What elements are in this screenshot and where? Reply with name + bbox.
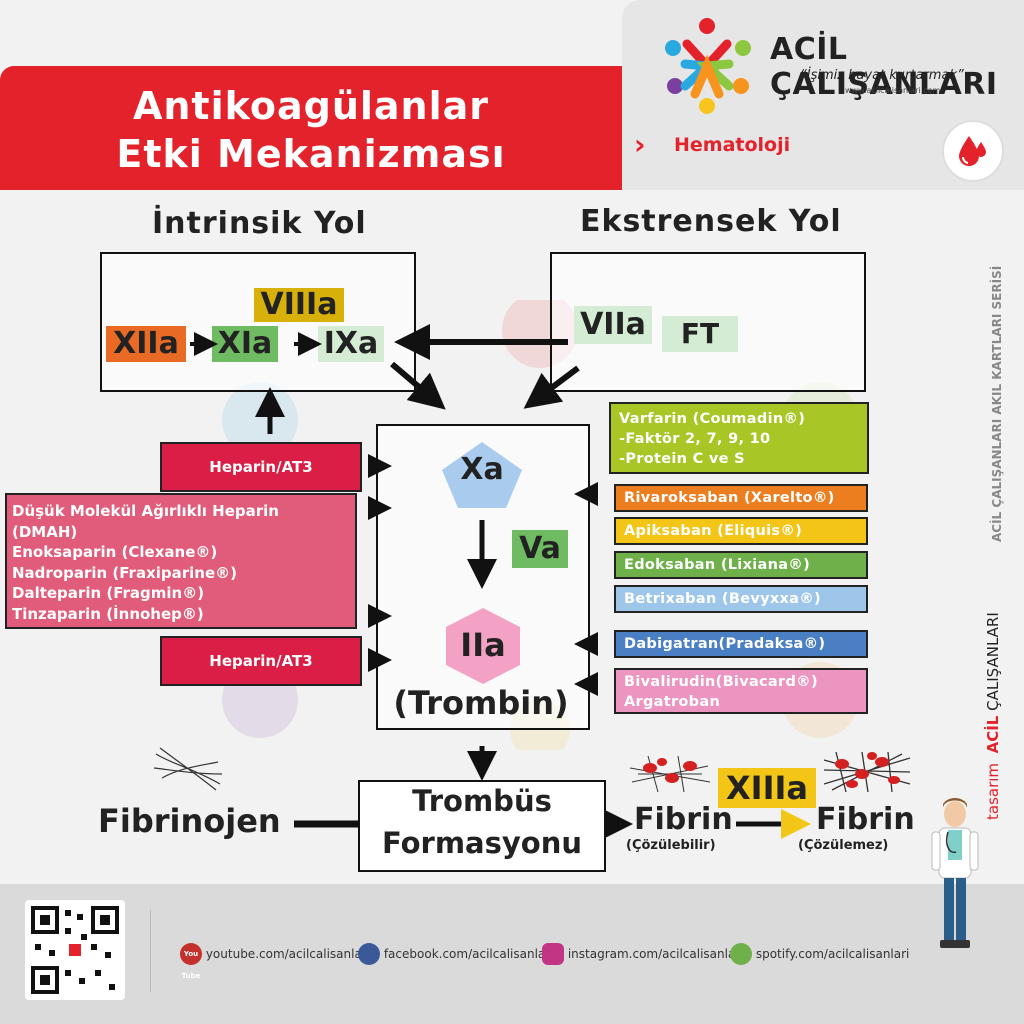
dabigatran-box: Dabigatran(Pradaksa®) <box>614 630 868 658</box>
dmah-line: Tinzaparin (İnnohep®) <box>12 604 204 623</box>
spotify-url: spotify.com/acilcalisanlari <box>755 947 910 961</box>
qr-code-icon[interactable] <box>25 900 125 1000</box>
instagram-icon <box>542 943 564 965</box>
dmah-line: Nadroparin (Fraxiparine®) <box>12 563 237 582</box>
extrinsic-title: Ekstrensek Yol <box>580 204 842 239</box>
blood-drop-icon <box>942 120 1004 182</box>
fibrinogen-strands-icon <box>153 747 223 791</box>
factor-ft: FT <box>662 316 738 352</box>
trombus-box <box>358 780 606 872</box>
fibrin-mesh-icon <box>629 755 711 793</box>
xa-pentagon <box>442 442 522 508</box>
fibrinojen-label: Fibrinojen <box>98 802 281 840</box>
factor-va: Va <box>512 530 568 568</box>
varfarin-line: -Protein C ve S <box>619 451 745 467</box>
heparin-at3-bottom: Heparin/AT3 <box>160 636 362 686</box>
factor-viiia: VIIIa <box>254 288 344 322</box>
fibrin-insoluble-sub: (Çözülemez) <box>798 838 889 853</box>
fibrin-soluble-label: Fibrin <box>634 802 733 837</box>
category-label: Hematoloji <box>674 134 791 156</box>
footer-divider <box>150 910 151 992</box>
edoksaban-box: Edoksaban (Lixiana®) <box>614 551 868 579</box>
brand-tagline: “İşimiz hayat kurtarmak” <box>800 68 964 83</box>
page-title-line1: Antikoagülanlar <box>132 84 490 128</box>
dmah-line: Dalteparin (Fragmin®) <box>12 584 205 602</box>
facebook-icon <box>358 943 380 965</box>
youtube-icon: You Tube <box>180 943 202 980</box>
varfarin-line: -Faktör 2, 7, 9, 10 <box>619 431 771 447</box>
bivalirudin-line: Bivalirudin(Bivacard®) <box>624 674 818 690</box>
trombin-label: (Trombin) <box>393 684 569 722</box>
apiksaban-box: Apiksaban (Eliquis®) <box>614 517 868 545</box>
factor-xiia: XIIa <box>106 326 186 362</box>
dmah-line: (DMAH) <box>12 522 78 541</box>
facebook-link[interactable]: facebook.com/acilcalisanlari <box>358 943 554 965</box>
varfarin-box: Varfarin (Coumadin®) -Faktör 2, 7, 9, 10… <box>609 402 869 474</box>
arrow <box>190 324 811 845</box>
factor-xa: Xa <box>460 452 504 487</box>
heparin-at3-top: Heparin/AT3 <box>160 442 362 492</box>
fibrin-soluble-sub: (Çözülebilir) <box>626 838 716 853</box>
page-title-line2: Etki Mekanizması <box>116 132 506 176</box>
fibrin-network-icon <box>823 751 911 793</box>
brand-logo-icon <box>665 18 751 114</box>
factor-xia: XIa <box>212 326 278 362</box>
spotify-icon <box>730 943 752 965</box>
intrinsic-title: İntrinsik Yol <box>152 206 367 241</box>
facebook-url: facebook.com/acilcalisanlari <box>383 947 554 961</box>
spotify-link[interactable]: spotify.com/acilcalisanlari <box>730 943 909 965</box>
varfarin-line: Varfarin (Coumadin®) <box>619 411 806 427</box>
dmah-line: Düşük Molekül Ağırlıklı Heparin <box>12 502 279 520</box>
betrixaban-box: Betrixaban (Bevyxxa®) <box>614 585 868 613</box>
bivalirudin-line: Argatroban <box>624 694 721 710</box>
youtube-link[interactable]: You Tube youtube.com/acilcalisanlari <box>180 943 371 980</box>
factor-viia: VIIa <box>574 306 652 344</box>
instagram-link[interactable]: instagram.com/acilcalisanlari <box>542 943 744 965</box>
dmah-line: Enoksaparin (Clexane®) <box>12 543 218 561</box>
factor-xiiia: XIIIa <box>718 768 816 808</box>
factor-ixa: IXa <box>318 326 384 362</box>
factor-iia: IIa <box>460 626 506 664</box>
brand-url: www.acilcalisanlari.com <box>845 86 941 95</box>
fibrin-insoluble-label: Fibrin <box>816 802 915 837</box>
dmah-box: Düşük Molekül Ağırlıklı Heparin (DMAH) E… <box>5 493 357 629</box>
brand-name: ACİL ÇALIŞANLARI <box>770 32 998 102</box>
bivalirudin-box: Bivalirudin(Bivacard®) Argatroban <box>614 668 868 714</box>
rivaroksaban-box: Rivaroksaban (Xarelto®) <box>614 484 868 512</box>
iia-hexagon <box>446 608 520 684</box>
footer-bar <box>0 884 1024 1024</box>
title-banner <box>0 66 622 190</box>
youtube-url: youtube.com/acilcalisanlari <box>205 947 371 961</box>
trombus-line2: Formasyonu <box>381 826 583 860</box>
instagram-url: instagram.com/acilcalisanlari <box>567 947 744 961</box>
trombus-line1: Trombüs <box>412 784 552 818</box>
chevron-right-icon: › <box>634 128 646 161</box>
doctor-character-icon <box>931 798 979 948</box>
